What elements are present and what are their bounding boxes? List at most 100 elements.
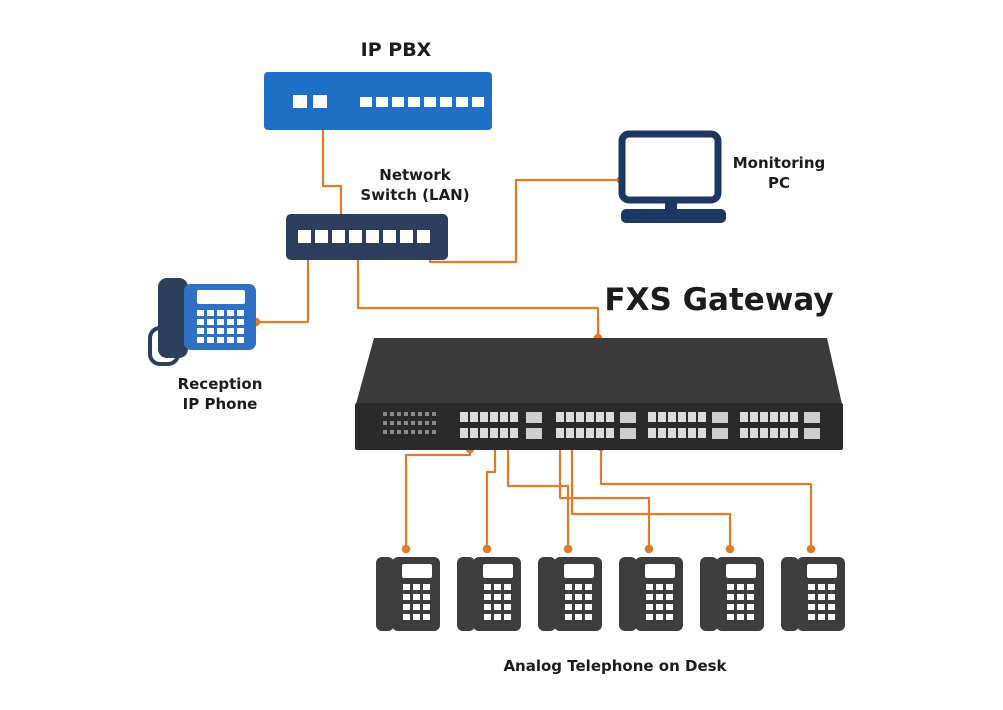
desk-phone-icon [538,557,602,631]
ip-phone-key [237,337,244,343]
ip-phone-key [237,319,244,325]
gateway-rj-port [460,428,468,438]
ip-phone-key [227,337,234,343]
gateway-led [432,412,436,416]
switch-label-line2: Switch (LAN) [360,186,470,205]
cable [256,243,310,324]
network-switch-device [286,214,448,260]
pc-label-line1: Monitoring [732,154,826,172]
cable [599,447,813,549]
gateway-led [418,421,422,425]
gateway-uplink-port [804,412,820,423]
cable-connector [401,544,411,554]
pc-label: Monitoring PC [714,153,844,194]
gateway-rj-port [480,412,488,422]
gateway-led [390,412,394,416]
gateway-rj-port [658,428,666,438]
ip-phone-key [197,337,204,343]
gateway-rj-port [770,428,778,438]
cable [506,420,570,549]
cable [321,113,343,229]
cable [356,244,600,338]
ip-phone-key [197,319,204,325]
ip-phone-key [227,310,234,316]
gateway-led [383,412,387,416]
gateway-rj-port [750,428,758,438]
switch-port [400,230,413,243]
switch-port [349,230,362,243]
gateway-led [432,430,436,434]
gateway-led [411,430,415,434]
gateway-rj-port [500,412,508,422]
monitoring-pc-icon [618,130,726,223]
pbx-port [360,97,372,107]
switch-ports [298,230,430,243]
gateway-ports [383,412,820,439]
reception-label-line1: Reception [177,375,263,393]
gateway-led [425,421,429,425]
gateway-led [390,430,394,434]
gateway-rj-port [688,428,696,438]
cable [558,433,651,549]
gateway-led [404,430,408,434]
gateway-led [404,412,408,416]
gateway-rj-port [510,412,518,422]
gateway-rj-port [606,428,614,438]
gateway-rj-port [790,412,798,422]
gateway-rj-port [576,412,584,422]
gateway-rj-port [780,412,788,422]
ip-phone-key [227,319,234,325]
pbx-port [313,95,327,108]
desk-phones [376,557,845,631]
reception-label-line2: IP Phone [182,395,258,414]
desk-phone-icon [376,557,440,631]
gateway-rj-port [460,412,468,422]
fxs-gateway-device [355,338,843,450]
gateway-rj-port [596,412,604,422]
cable-connector [644,544,654,554]
reception-label: Reception IP Phone [150,374,290,415]
pbx-port [424,97,436,107]
gateway-led [418,412,422,416]
gateway-uplink-port [712,428,728,439]
cable [428,178,621,264]
gateway-uplink-port [526,428,542,439]
pbx-port [456,97,468,107]
gateway-rj-port [586,428,594,438]
gateway-led [397,412,401,416]
switch-port [298,230,311,243]
desk-phone-icon [457,557,521,631]
pbx-port [293,95,307,108]
gateway-rj-port [790,428,798,438]
gateway-rj-port [698,412,706,422]
pbx-port [472,97,484,107]
gateway-rj-port [698,428,706,438]
cable-connector [725,544,735,554]
gateway-rj-port [688,412,696,422]
ip-phone-display [197,290,245,304]
switch-port [383,230,396,243]
gateway-rj-port [678,428,686,438]
gateway-rj-port [658,412,666,422]
gateway-rj-port [490,412,498,422]
switch-label: Network Switch (LAN) [340,165,490,206]
gateway-rj-port [596,428,604,438]
cable [570,420,732,549]
gateway-rj-port [586,412,594,422]
gateway-rj-port [470,412,478,422]
gateway-led [425,412,429,416]
gateway-led [425,430,429,434]
gateway-rj-port [510,428,518,438]
gateway-led [404,421,408,425]
cable [404,449,472,549]
ip-phone-keypad [197,310,244,343]
gateway-rj-port [668,428,676,438]
gateway-rj-port [648,428,656,438]
ip-phone-key [197,310,204,316]
desk-phone-icon [619,557,683,631]
ip-phone-key [207,337,214,343]
pbx-port [408,97,420,107]
gateway-rj-port [566,428,574,438]
gateway-rj-port [470,428,478,438]
